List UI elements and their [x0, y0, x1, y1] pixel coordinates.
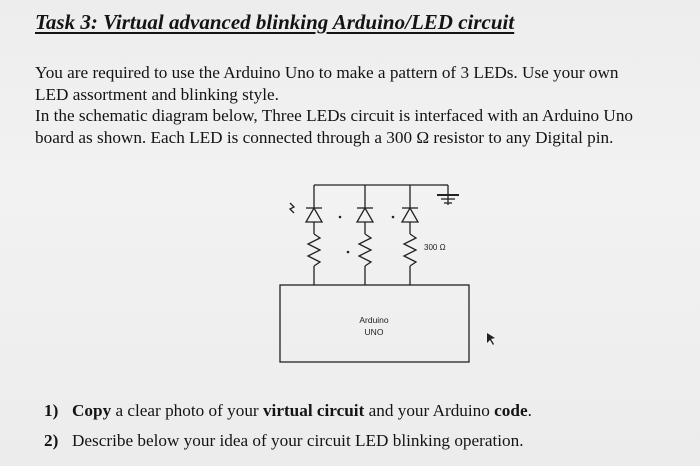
paragraph-line: In the schematic diagram below, Three LE…	[35, 106, 634, 125]
led-branch-3	[400, 185, 420, 285]
resistor-1	[306, 233, 322, 267]
resistor-value-label: 300 Ω	[424, 243, 446, 252]
resistor-2	[357, 233, 373, 267]
questions-list: 1)Copy a clear photo of your virtual cir…	[44, 396, 532, 456]
question-1: 1)Copy a clear photo of your virtual cir…	[44, 396, 532, 426]
paragraph-line: You are required to use the Arduino Uno …	[35, 63, 619, 82]
led-branch-1	[304, 185, 324, 285]
led-branch-2	[355, 185, 375, 285]
instructions-paragraph: You are required to use the Arduino Uno …	[35, 62, 695, 148]
board-label-line1: Arduino	[359, 315, 389, 325]
mouse-cursor-icon	[487, 333, 495, 345]
led-3-triangle	[400, 206, 420, 223]
dot-mark	[346, 250, 350, 254]
board-label-line2: UNO	[365, 327, 384, 337]
paragraph-line: board as shown. Each LED is connected th…	[35, 127, 614, 147]
led-1-triangle	[304, 206, 324, 223]
question-number: 1)	[44, 401, 59, 420]
paragraph-line: LED assortment and blinking style.	[35, 84, 279, 104]
question-text: Describe below your idea of your circuit…	[72, 431, 524, 450]
led-2-triangle	[355, 206, 375, 223]
arduino-board	[279, 284, 470, 363]
light-emission-arrows	[288, 202, 296, 214]
task-title: Task 3: Virtual advanced blinking Arduin…	[35, 10, 515, 34]
ground-symbol	[437, 184, 459, 205]
dot-mark	[391, 215, 395, 219]
question-2: 2) Describe below your idea of your circu…	[44, 426, 532, 456]
resistor-3	[402, 233, 418, 267]
dot-mark	[338, 215, 342, 219]
question-number: 2)	[44, 431, 59, 450]
